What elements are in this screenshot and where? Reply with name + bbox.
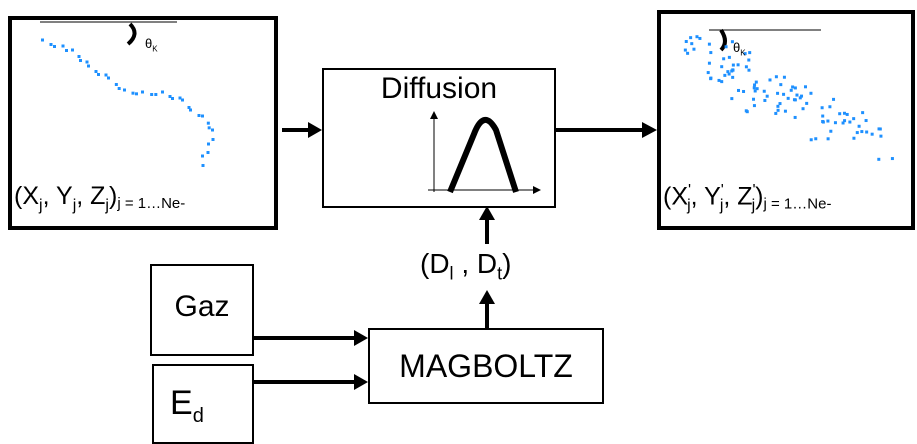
connector-arrows xyxy=(0,0,917,444)
